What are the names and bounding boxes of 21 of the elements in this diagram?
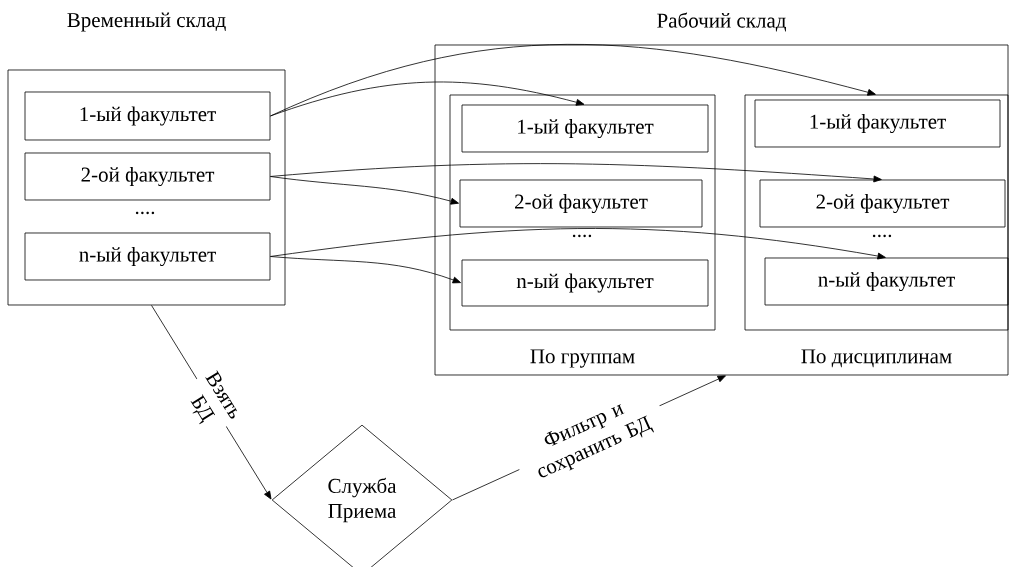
process-box: n-ый факультет (24, 232, 271, 281)
process-box: n-ый факультет (461, 259, 709, 307)
arrow (270, 43, 876, 117)
process-box: 2-ой факультет (759, 179, 1006, 228)
arrow (270, 256, 461, 284)
process-box: n-ый факультет (764, 257, 1009, 306)
ellipsis: .... (135, 211, 155, 215)
ellipsis: .... (872, 234, 892, 238)
arrow (270, 228, 886, 260)
node-label: По группам (530, 349, 635, 368)
node-label: Рабочий склад (657, 12, 787, 32)
node-label: По дисциплинам (801, 349, 952, 368)
process-box: 1-ый факультет (754, 99, 1001, 148)
arrow (270, 176, 459, 205)
node-label: Временный склад (67, 12, 226, 32)
process-box: 1-ый факультет (461, 104, 709, 153)
arrow (270, 81, 585, 117)
ellipsis: .... (572, 234, 592, 238)
process-box: 1-ый факультет (24, 91, 271, 141)
process-box: 2-ой факультет (459, 179, 703, 228)
process-box: 2-ой факультет (24, 152, 271, 201)
